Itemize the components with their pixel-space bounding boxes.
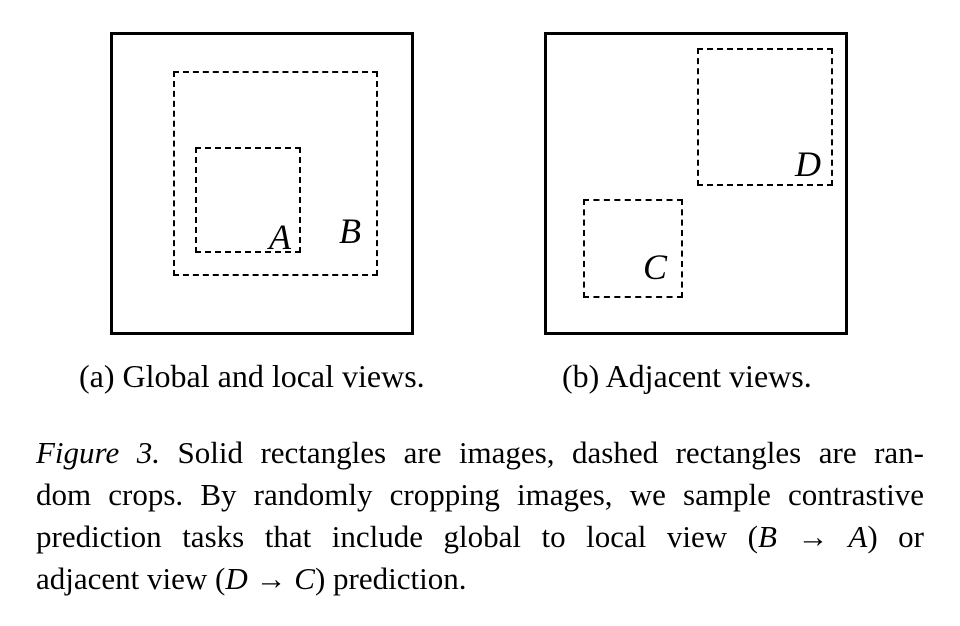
caption-line-3-post: ) or [867, 519, 925, 554]
figure-number: Figure 3. [36, 435, 160, 470]
caption-math-d-to-c: D → C [225, 561, 315, 596]
caption-line-1: Figure 3. Solid rectangles are images, d… [36, 432, 924, 474]
caption-line-1-text: Solid rectangles are images, dashed rect… [159, 435, 924, 470]
crop-label-b: B [339, 211, 361, 251]
caption-line-3-pre: prediction tasks that include global to … [36, 519, 758, 554]
caption-line-3: prediction tasks that include global to … [36, 516, 924, 558]
image-rectangle-adjacent: D C [544, 32, 848, 335]
caption-line-4: adjacent view (D → C) prediction. [36, 558, 924, 600]
crop-label-c: C [643, 247, 668, 287]
figure-caption: Figure 3. Solid rectangles are images, d… [36, 432, 924, 600]
crop-label-d: D [795, 144, 821, 184]
dashed-crop-c: C [583, 199, 683, 298]
image-rectangle-global-local: B A [110, 32, 414, 335]
caption-line-4-post: ) prediction. [314, 561, 467, 596]
dashed-crop-d: D [697, 48, 833, 186]
dashed-crop-a: A [195, 147, 301, 257]
dashed-crop-b: B [173, 71, 378, 276]
caption-line-2: dom crops. By randomly cropping images, … [36, 477, 924, 512]
subcaption-a: (a) Global and local views. [79, 358, 425, 394]
caption-math-b-to-a: B → A [757, 519, 868, 554]
crop-label-a: A [269, 217, 291, 257]
caption-line-4-pre: adjacent view ( [36, 561, 226, 596]
subcaption-b: (b) Adjacent views. [562, 358, 812, 394]
